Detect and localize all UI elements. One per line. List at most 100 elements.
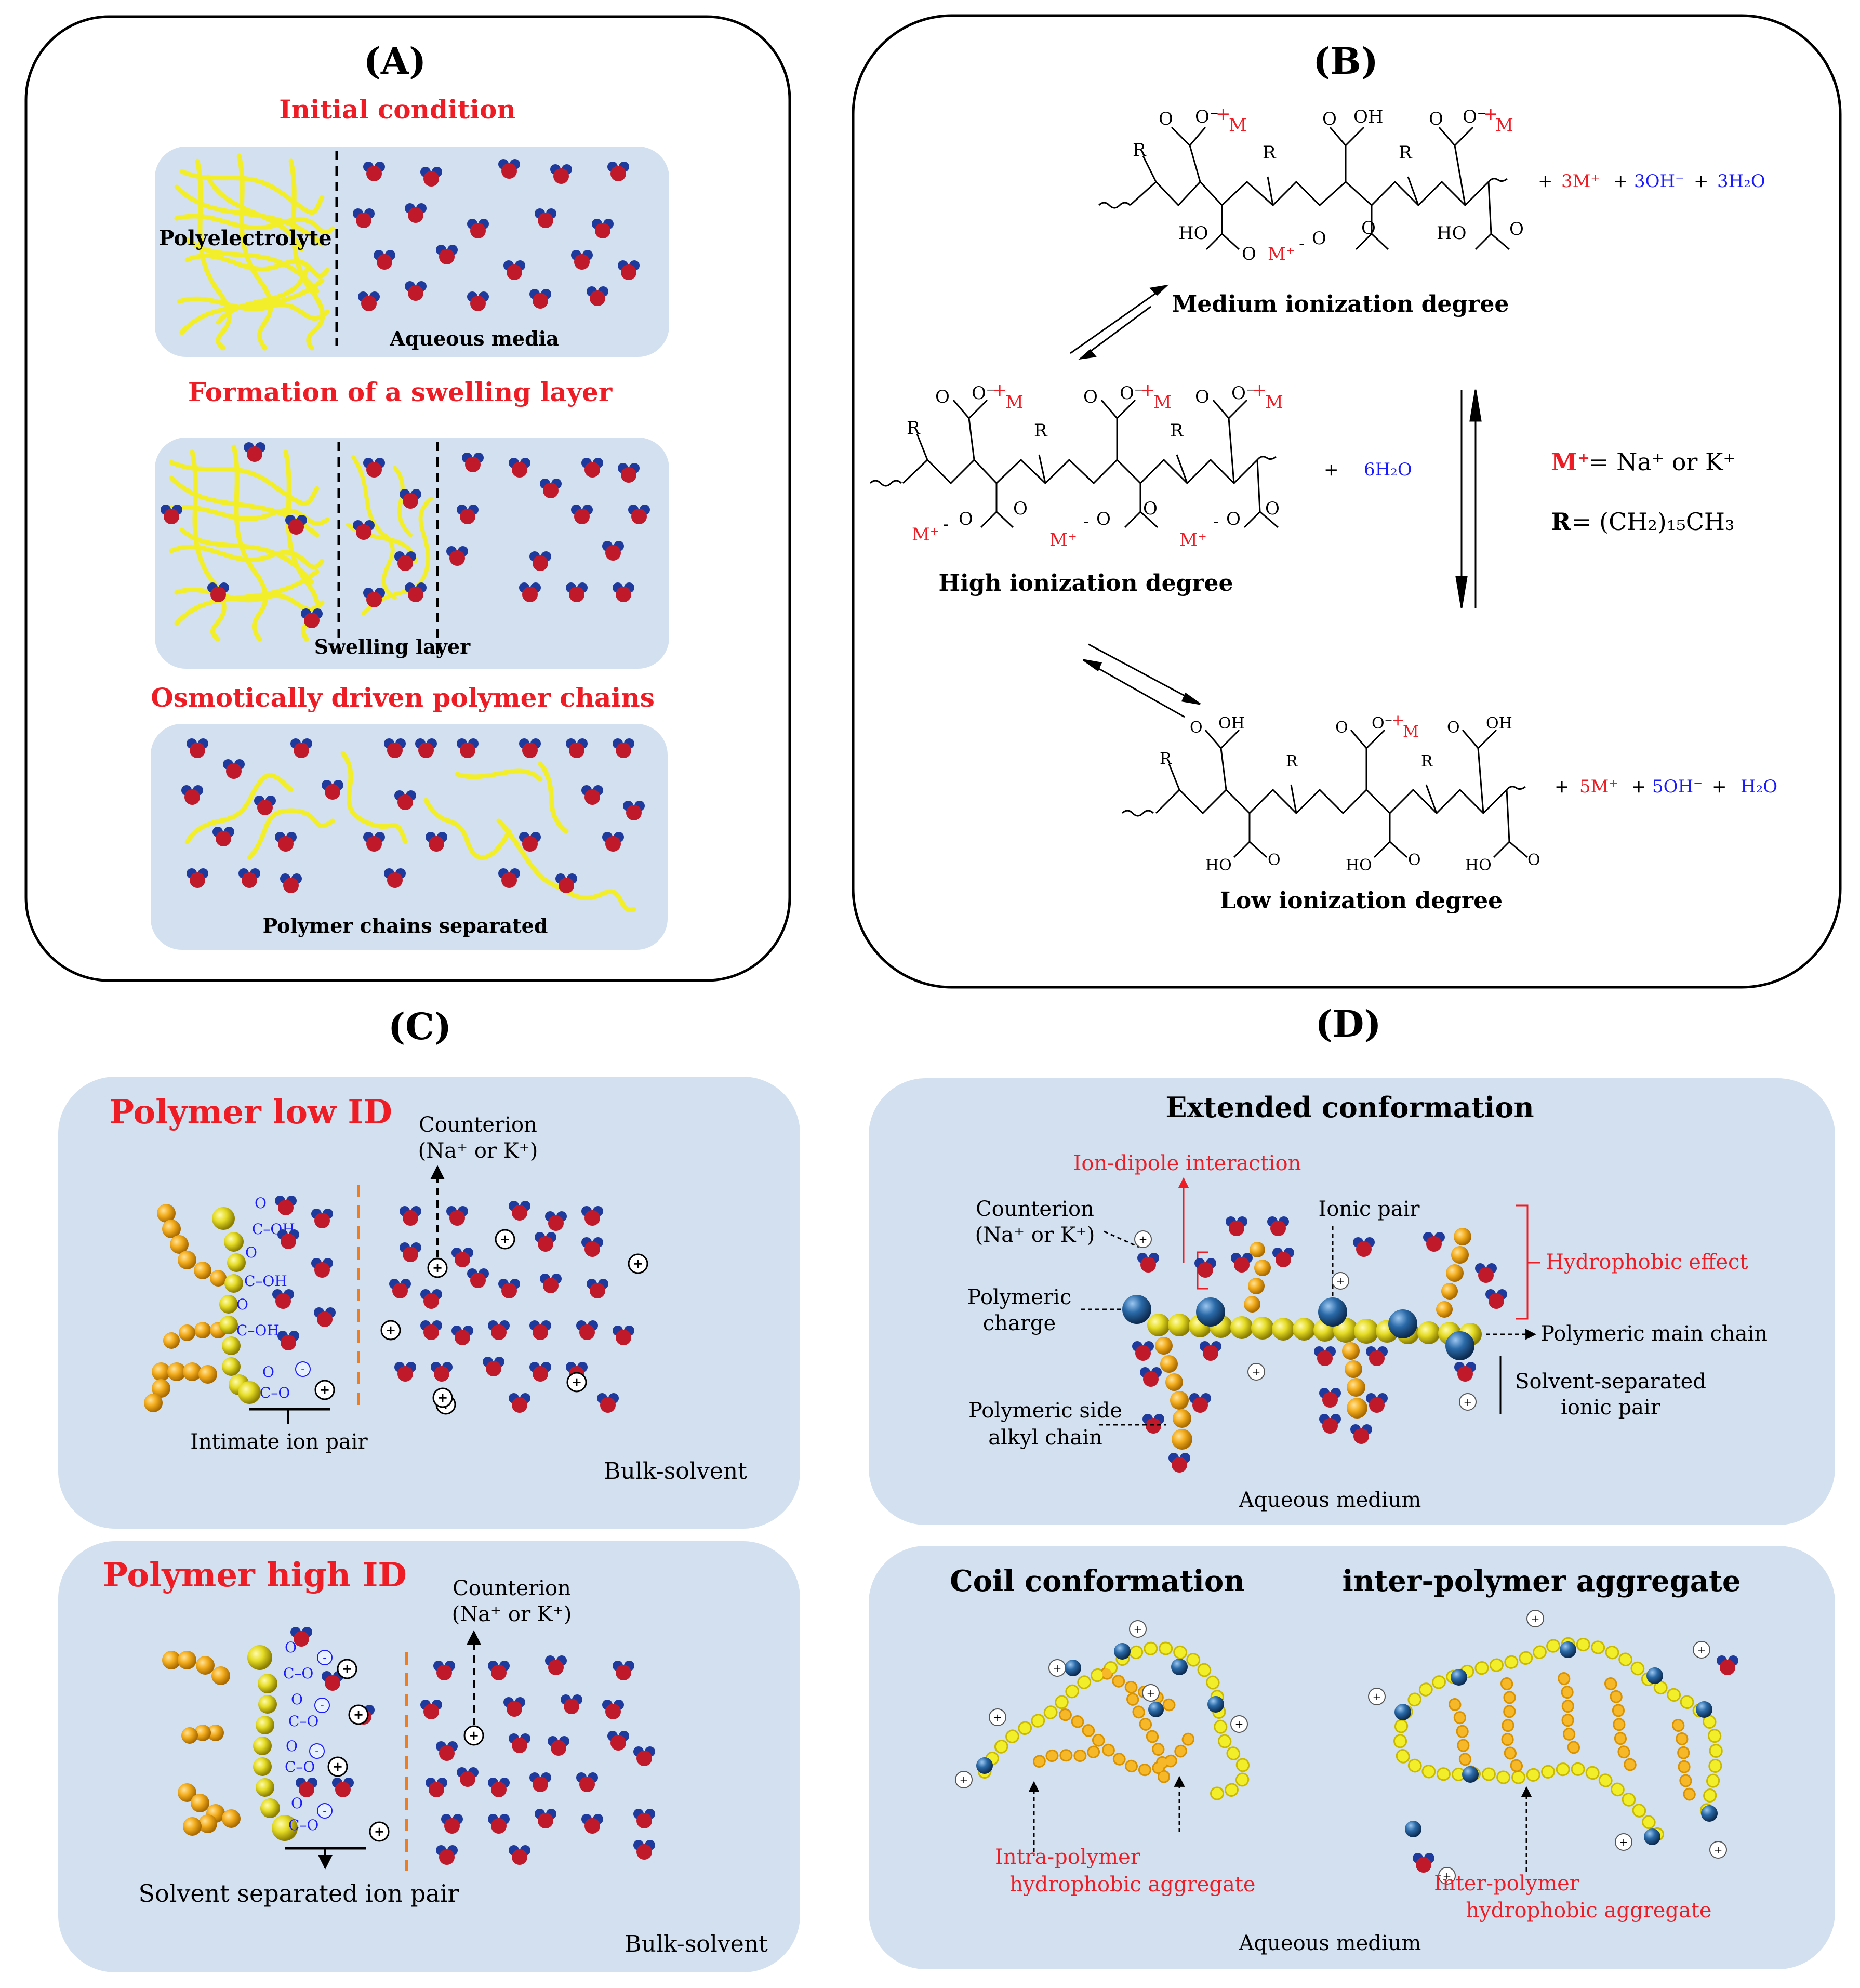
svg-text:O: O bbox=[1527, 851, 1540, 869]
panel-c-label: (C) bbox=[388, 1005, 451, 1048]
low-ionization-labels: R R R O OH O O⁻ + M O OH HO O HO O HO O bbox=[1160, 711, 1540, 874]
svg-text:O: O bbox=[935, 387, 950, 407]
svg-text:= Na⁺ or K⁺: = Na⁺ or K⁺ bbox=[1589, 448, 1736, 476]
svg-text:M⁺: M⁺ bbox=[1179, 529, 1207, 550]
medium-ionization-structure bbox=[1098, 126, 1510, 250]
svg-text:O: O bbox=[1335, 719, 1348, 737]
svg-text:O: O bbox=[285, 1639, 297, 1656]
coil-title: Coil conformation bbox=[950, 1564, 1245, 1598]
svg-text:+: + bbox=[1252, 380, 1267, 401]
svg-text:3M⁺: 3M⁺ bbox=[1561, 171, 1600, 192]
step1-title: Initial condition bbox=[279, 94, 516, 125]
svg-text:+: + bbox=[1483, 103, 1498, 124]
solvent-separated-2: ionic pair bbox=[1561, 1396, 1661, 1420]
coil-charges bbox=[976, 1643, 1224, 1774]
svg-text:HO: HO bbox=[1205, 856, 1232, 874]
definitions: M⁺ = Na⁺ or K⁺ R = (CH₂)₁₅CH₃ bbox=[1551, 448, 1736, 536]
svg-text:M⁺: M⁺ bbox=[1268, 244, 1295, 264]
extended-charges bbox=[1122, 1295, 1474, 1360]
svg-text:R: R bbox=[1170, 420, 1184, 441]
svg-text:M⁺: M⁺ bbox=[912, 524, 939, 545]
panel-d-coil: Coil conformation inter-polymer aggregat… bbox=[869, 1546, 1835, 1969]
charge-label-2: charge bbox=[983, 1311, 1056, 1335]
panel-c-high-id: Polymer high ID Counterion (Na⁺ or K⁺) O… bbox=[58, 1541, 800, 1972]
svg-text:O: O bbox=[245, 1244, 257, 1261]
polyelectrolyte-label: Polyelectrolyte bbox=[158, 226, 331, 250]
svg-text:5M⁺: 5M⁺ bbox=[1579, 776, 1618, 797]
high-id-polymer bbox=[162, 1645, 298, 1841]
panel-d-label: (D) bbox=[1316, 1002, 1381, 1045]
svg-text:R: R bbox=[1160, 750, 1172, 768]
svg-text:M: M bbox=[1005, 392, 1024, 413]
svg-text:OH: OH bbox=[1218, 714, 1245, 733]
svg-text:O: O bbox=[1013, 498, 1028, 519]
counterion-label-1: Counterion bbox=[419, 1113, 537, 1137]
svg-text:O: O bbox=[959, 509, 973, 529]
svg-text:OH: OH bbox=[1353, 107, 1384, 127]
svg-text:O⁻: O⁻ bbox=[1195, 107, 1219, 127]
counterion-label-2: (Na⁺ or K⁺) bbox=[418, 1139, 538, 1163]
svg-text:C–O: C–O bbox=[283, 1665, 313, 1682]
svg-text:O: O bbox=[1096, 509, 1111, 529]
panel-d-extended: Extended conformation Ion-dipole interac… bbox=[869, 1078, 1835, 1525]
step2-title: Formation of a swelling layer bbox=[188, 377, 613, 407]
svg-text:M⁺: M⁺ bbox=[1049, 529, 1077, 550]
svg-text:R: R bbox=[1421, 752, 1433, 771]
swelling-layer-label: Swelling layer bbox=[314, 635, 471, 658]
svg-text:3H₂O: 3H₂O bbox=[1717, 171, 1765, 192]
svg-text:R: R bbox=[1551, 508, 1571, 536]
svg-text:-: - bbox=[1299, 233, 1305, 254]
low-ionization-label: Low ionization degree bbox=[1220, 887, 1503, 914]
svg-text:O: O bbox=[1143, 498, 1158, 519]
inter-hydrophobic-1: Inter-polymer bbox=[1434, 1872, 1580, 1896]
svg-text:R: R bbox=[1399, 142, 1413, 163]
svg-text:O: O bbox=[1190, 719, 1203, 737]
svg-text:C–O: C–O bbox=[288, 1713, 318, 1730]
svg-text:+: + bbox=[1613, 171, 1628, 192]
svg-text:O: O bbox=[291, 1795, 303, 1812]
counterion-label-4: (Na⁺ or K⁺) bbox=[452, 1602, 572, 1626]
svg-text:M: M bbox=[1403, 723, 1419, 741]
separated-chains bbox=[184, 751, 636, 912]
svg-text:HO: HO bbox=[1178, 223, 1208, 244]
svg-text:OH: OH bbox=[1486, 714, 1512, 733]
swelling-layer-box: Swelling layer bbox=[155, 438, 669, 669]
svg-text:R: R bbox=[1034, 420, 1048, 441]
svg-text:+: + bbox=[1631, 776, 1646, 797]
svg-text:O: O bbox=[1312, 228, 1326, 249]
extended-title: Extended conformation bbox=[1165, 1091, 1534, 1124]
aqueous-medium-label: Aqueous medium bbox=[1239, 1488, 1421, 1512]
separated-label: Polymer chains separated bbox=[263, 914, 548, 937]
svg-text:H₂O: H₂O bbox=[1741, 776, 1777, 797]
solvent-separated-1: Solvent-separated bbox=[1515, 1370, 1706, 1394]
high-ionization-labels: R R R O O⁻ + M O O⁻ + M O O⁻ + M M⁺ - O … bbox=[907, 380, 1412, 550]
svg-text:6H₂O: 6H₂O bbox=[1364, 459, 1412, 480]
polyelectrolyte-tangle bbox=[174, 153, 335, 351]
svg-text:O: O bbox=[1509, 219, 1524, 240]
svg-text:O: O bbox=[1265, 498, 1280, 519]
svg-text:R: R bbox=[1133, 140, 1147, 161]
hydrophobic-label: Hydrophobic effect bbox=[1546, 1250, 1748, 1274]
equilibrium-arrows bbox=[1070, 284, 1482, 718]
svg-text:O: O bbox=[255, 1195, 267, 1212]
medium-ionization-label: Medium ionization degree bbox=[1172, 291, 1509, 317]
medium-products: + 3M⁺ + 3OH⁻ + 3H₂O bbox=[1538, 171, 1765, 192]
svg-text:O: O bbox=[1242, 244, 1256, 264]
svg-text:-: - bbox=[1213, 511, 1219, 532]
svg-text:-: - bbox=[1083, 511, 1090, 532]
panel-b-label: (B) bbox=[1313, 39, 1378, 83]
svg-text:M: M bbox=[1153, 392, 1172, 413]
svg-text:R: R bbox=[1263, 142, 1277, 163]
bulk-solvent-label-2: Bulk-solvent bbox=[625, 1931, 768, 1957]
svg-text:+: + bbox=[1712, 776, 1727, 797]
panel-b: (B) R R R O O⁻ + M HO O O OH bbox=[852, 14, 1842, 989]
svg-text:O: O bbox=[1268, 851, 1281, 869]
panel-a-label: (A) bbox=[364, 39, 427, 83]
svg-text:O⁻: O⁻ bbox=[1372, 714, 1392, 733]
ion-dipole-label: Ion-dipole interaction bbox=[1073, 1151, 1301, 1175]
svg-text:O⁻: O⁻ bbox=[1463, 107, 1486, 127]
svg-text:O: O bbox=[1429, 109, 1443, 129]
svg-text:M: M bbox=[1495, 115, 1513, 136]
svg-text:-: - bbox=[943, 514, 949, 535]
svg-text:HO: HO bbox=[1346, 856, 1372, 874]
